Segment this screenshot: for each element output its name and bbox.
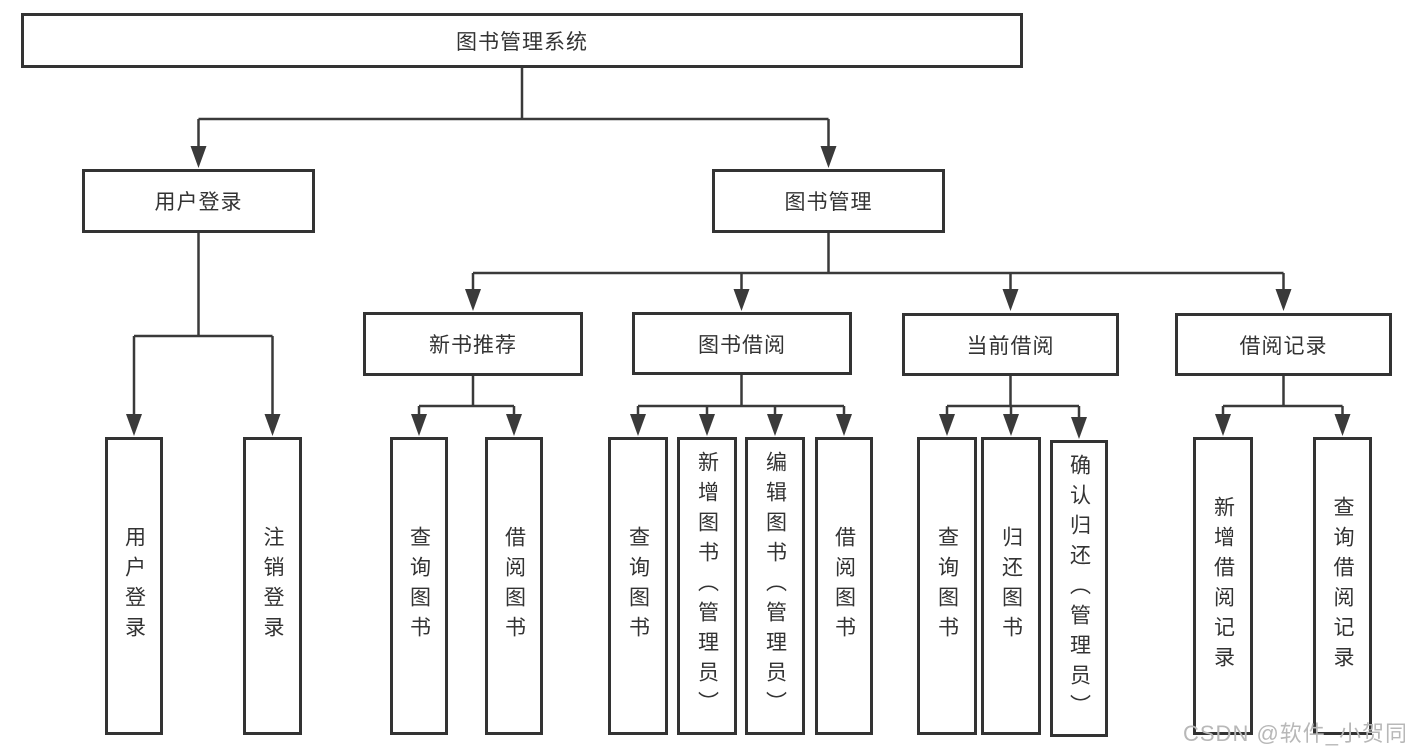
connector-book-management-children: [465, 233, 1292, 311]
leaf-query-books-borrowing-label: 查询图书: [626, 526, 650, 646]
leaf-query-books-recommend: 查询图书: [390, 437, 448, 735]
leaf-edit-book-admin-label: 编辑图书（管理员）: [763, 451, 787, 721]
leaf-query-borrow-record: 查询借阅记录: [1313, 437, 1372, 735]
leaf-query-books-current-label: 查询图书: [935, 526, 959, 646]
leaf-add-borrow-record: 新增借阅记录: [1193, 437, 1253, 735]
node-user-login: 用户登录: [82, 169, 315, 233]
leaf-logout: 注销登录: [243, 437, 302, 735]
node-borrowing-records: 借阅记录: [1175, 313, 1392, 376]
leaf-query-books-current: 查询图书: [917, 437, 977, 735]
leaf-borrow-books-borrowing: 借阅图书: [815, 437, 873, 735]
node-user-login-label: 用户登录: [154, 191, 243, 214]
node-new-book-recommendation-label: 新书推荐: [429, 334, 517, 357]
node-system-root: 图书管理系统: [21, 13, 1023, 68]
connector-user-login-children: [126, 233, 281, 436]
leaf-logout-label: 注销登录: [261, 526, 284, 646]
leaf-borrow-books-borrowing-label: 借阅图书: [832, 526, 856, 646]
connector-borrowing-records-children: [1215, 376, 1351, 436]
leaf-user-login-label: 用户登录: [122, 526, 146, 646]
leaf-add-borrow-record-label: 新增借阅记录: [1211, 496, 1235, 676]
leaf-user-login: 用户登录: [105, 437, 163, 735]
leaf-borrow-books-recommend-label: 借阅图书: [502, 526, 526, 646]
connector-current-borrowing-children: [939, 376, 1087, 439]
leaf-borrow-books-recommend: 借阅图书: [485, 437, 543, 735]
leaf-add-book-admin-label: 新增图书（管理员）: [695, 451, 719, 721]
leaf-add-book-admin: 新增图书（管理员）: [677, 437, 737, 735]
leaf-confirm-return-admin: 确认归还（管理员）: [1050, 440, 1108, 737]
leaf-return-books: 归还图书: [981, 437, 1041, 735]
node-book-borrowing-label: 图书借阅: [698, 333, 786, 357]
leaf-query-books-recommend-label: 查询图书: [407, 526, 431, 646]
node-borrowing-records-label: 借阅记录: [1239, 334, 1328, 358]
connector-new-book-children: [411, 376, 522, 436]
node-system-root-label: 图书管理系统: [456, 30, 588, 54]
leaf-edit-book-admin: 编辑图书（管理员）: [745, 437, 805, 735]
leaf-return-books-label: 归还图书: [999, 526, 1023, 646]
node-book-borrowing: 图书借阅: [632, 312, 852, 375]
node-book-management: 图书管理: [712, 169, 945, 233]
node-current-borrowing-label: 当前借阅: [966, 334, 1055, 358]
node-current-borrowing: 当前借阅: [902, 313, 1119, 376]
connector-root-to-level2: [190, 68, 837, 168]
connector-book-borrowing-children: [630, 375, 852, 436]
leaf-confirm-return-admin-label: 确认归还（管理员）: [1067, 453, 1091, 724]
node-book-management-label: 图书管理: [784, 191, 873, 214]
node-new-book-recommendation: 新书推荐: [363, 312, 583, 376]
leaf-query-books-borrowing: 查询图书: [608, 437, 668, 735]
leaf-query-borrow-record-label: 查询借阅记录: [1331, 496, 1354, 676]
